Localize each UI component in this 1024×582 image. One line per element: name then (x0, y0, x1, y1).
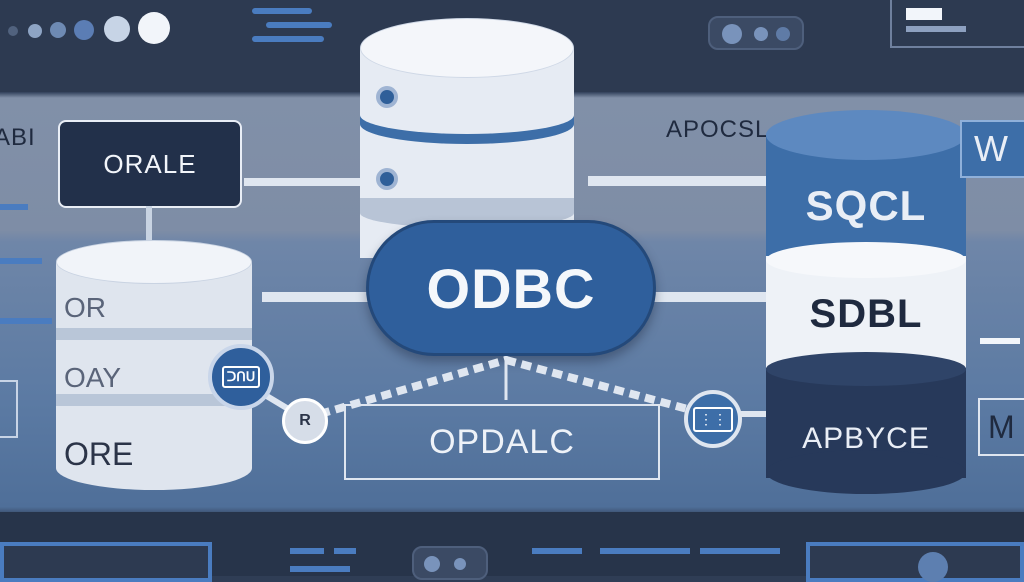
odbc-pill[interactable]: ODBC (366, 220, 656, 356)
abl-fragment-label: ABI (0, 124, 36, 151)
menu-lines-icon[interactable] (252, 8, 332, 44)
middle-network-node[interactable]: R (282, 398, 328, 444)
w-fragment-label: W (974, 128, 1008, 169)
right-edge-bar (980, 338, 1020, 344)
bottom-bar-4 (532, 548, 582, 554)
right-top-connector (588, 176, 768, 186)
orale-label-box[interactable]: ORALE (58, 120, 242, 208)
sqcl-label: SQCL (805, 182, 927, 229)
m-fragment-box[interactable]: M (978, 398, 1024, 456)
toolbar-pill[interactable] (708, 16, 804, 50)
bottom-pill[interactable] (412, 546, 488, 580)
bottom-bar-1 (290, 548, 324, 554)
left-cylinder-row-1: OR (64, 292, 106, 323)
left-edge-frame (0, 380, 18, 438)
right-node-icon: ⋮⋮ (693, 406, 733, 432)
toolbar-dot-3[interactable] (50, 22, 66, 38)
left-edge-bar-2 (0, 258, 42, 264)
bottom-bar-5 (600, 548, 690, 554)
opdalc-label-box[interactable]: OPDALC (344, 404, 660, 480)
orale-connector-horizontal (244, 178, 362, 186)
odbc-right-connector (650, 292, 770, 302)
right-network-node[interactable]: ⋮⋮ (684, 390, 742, 448)
bottom-left-screen[interactable] (0, 542, 212, 582)
toolbar-dot-1[interactable] (8, 26, 18, 36)
bottom-right-screen[interactable] (806, 542, 1024, 582)
left-edge-bar-3 (0, 318, 52, 324)
opdalc-label: OPDALC (429, 422, 575, 461)
left-cylinder-row-2: OAY (64, 362, 122, 393)
toolbar-dot-2[interactable] (28, 24, 42, 38)
top-right-panel (890, 0, 1024, 48)
w-fragment-box[interactable]: W (960, 120, 1024, 178)
left-cylinder-row-3: ORE (64, 436, 134, 472)
apocsl-label: APOCSL (666, 116, 770, 143)
bottom-bar-2 (334, 548, 356, 554)
bottom-bar-6 (700, 548, 780, 554)
toolbar-dot-4[interactable] (74, 20, 94, 40)
left-network-node[interactable]: ᑐᑎᑌ (208, 344, 274, 410)
odbc-label: ODBC (426, 256, 596, 320)
toolbar-dot-6[interactable] (138, 12, 170, 44)
m-fragment-label: M (988, 408, 1015, 445)
bottom-bar-3 (290, 566, 350, 572)
middle-node-icon: R (299, 412, 311, 429)
sdbl-label: SDBL (809, 292, 923, 336)
left-edge-bar (0, 204, 28, 210)
left-node-icon: ᑐᑎᑌ (221, 366, 261, 388)
odbc-left-connector (262, 292, 372, 302)
apbyce-label: APBYCE (802, 422, 930, 455)
disk-indicator-1 (376, 86, 398, 108)
orale-connector-vertical (146, 206, 152, 242)
right-database-stack[interactable]: SQCL SDBL APBYCE (766, 110, 966, 500)
disk-indicator-2 (376, 168, 398, 190)
toolbar-dot-5[interactable] (104, 16, 130, 42)
